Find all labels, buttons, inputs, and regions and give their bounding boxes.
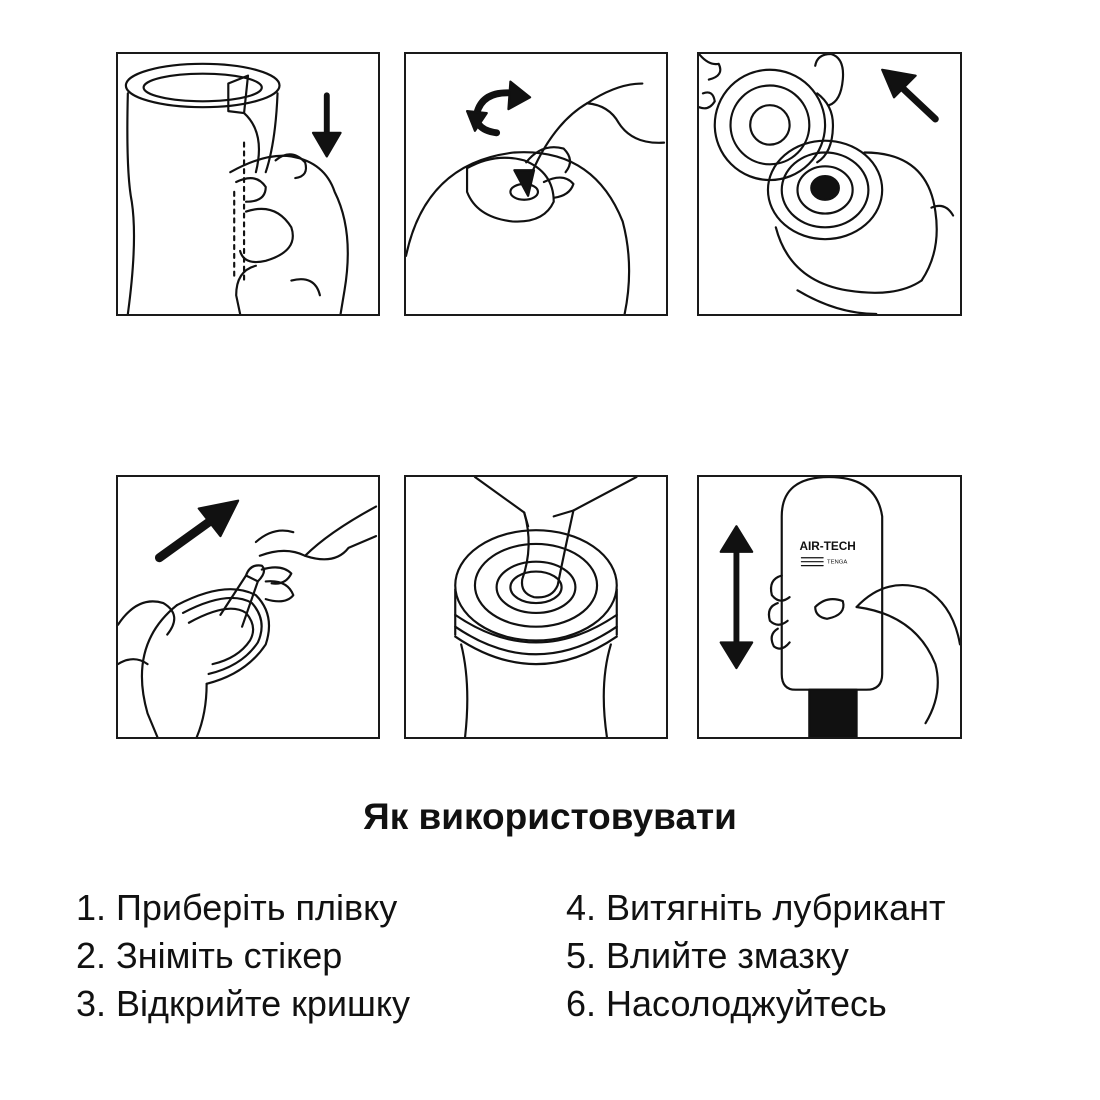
step-item: 5. Влийте змазку <box>566 935 849 976</box>
double-arrow-vertical-icon <box>719 525 754 670</box>
step-3-illustration <box>697 52 962 316</box>
step-item: 2. Зніміть стікер <box>76 935 343 976</box>
svg-text:TENGA: TENGA <box>827 560 847 566</box>
steps-list-right: 4. Витягніть лубрикант 5. Влийте змазку … <box>566 884 945 1028</box>
steps-list-left: 1. Приберіть плівку 2. Зніміть стікер 3.… <box>76 884 410 1028</box>
step-item: 6. Насолоджуйтесь <box>566 983 887 1024</box>
arrow-down-icon <box>311 92 342 158</box>
step-5-illustration <box>404 475 668 739</box>
step-6-illustration: AIR-TECH TENGA <box>697 475 962 739</box>
step-2-illustration <box>404 52 668 316</box>
step-item: 3. Відкрийте кришку <box>76 983 411 1024</box>
page-title: Як використовувати <box>363 796 737 837</box>
step-4-illustration <box>116 475 380 739</box>
arrow-up-right-icon <box>154 499 240 563</box>
rotate-arrow-icon <box>465 80 532 137</box>
step-item: 4. Витягніть лубрикант <box>566 887 946 928</box>
step-1-illustration <box>116 52 380 316</box>
logo: AIR-TECH TENGA <box>799 539 856 567</box>
arrow-up-left-icon <box>881 68 939 123</box>
step-item: 1. Приберіть плівку <box>76 887 398 928</box>
svg-text:AIR-TECH: AIR-TECH <box>799 539 855 553</box>
